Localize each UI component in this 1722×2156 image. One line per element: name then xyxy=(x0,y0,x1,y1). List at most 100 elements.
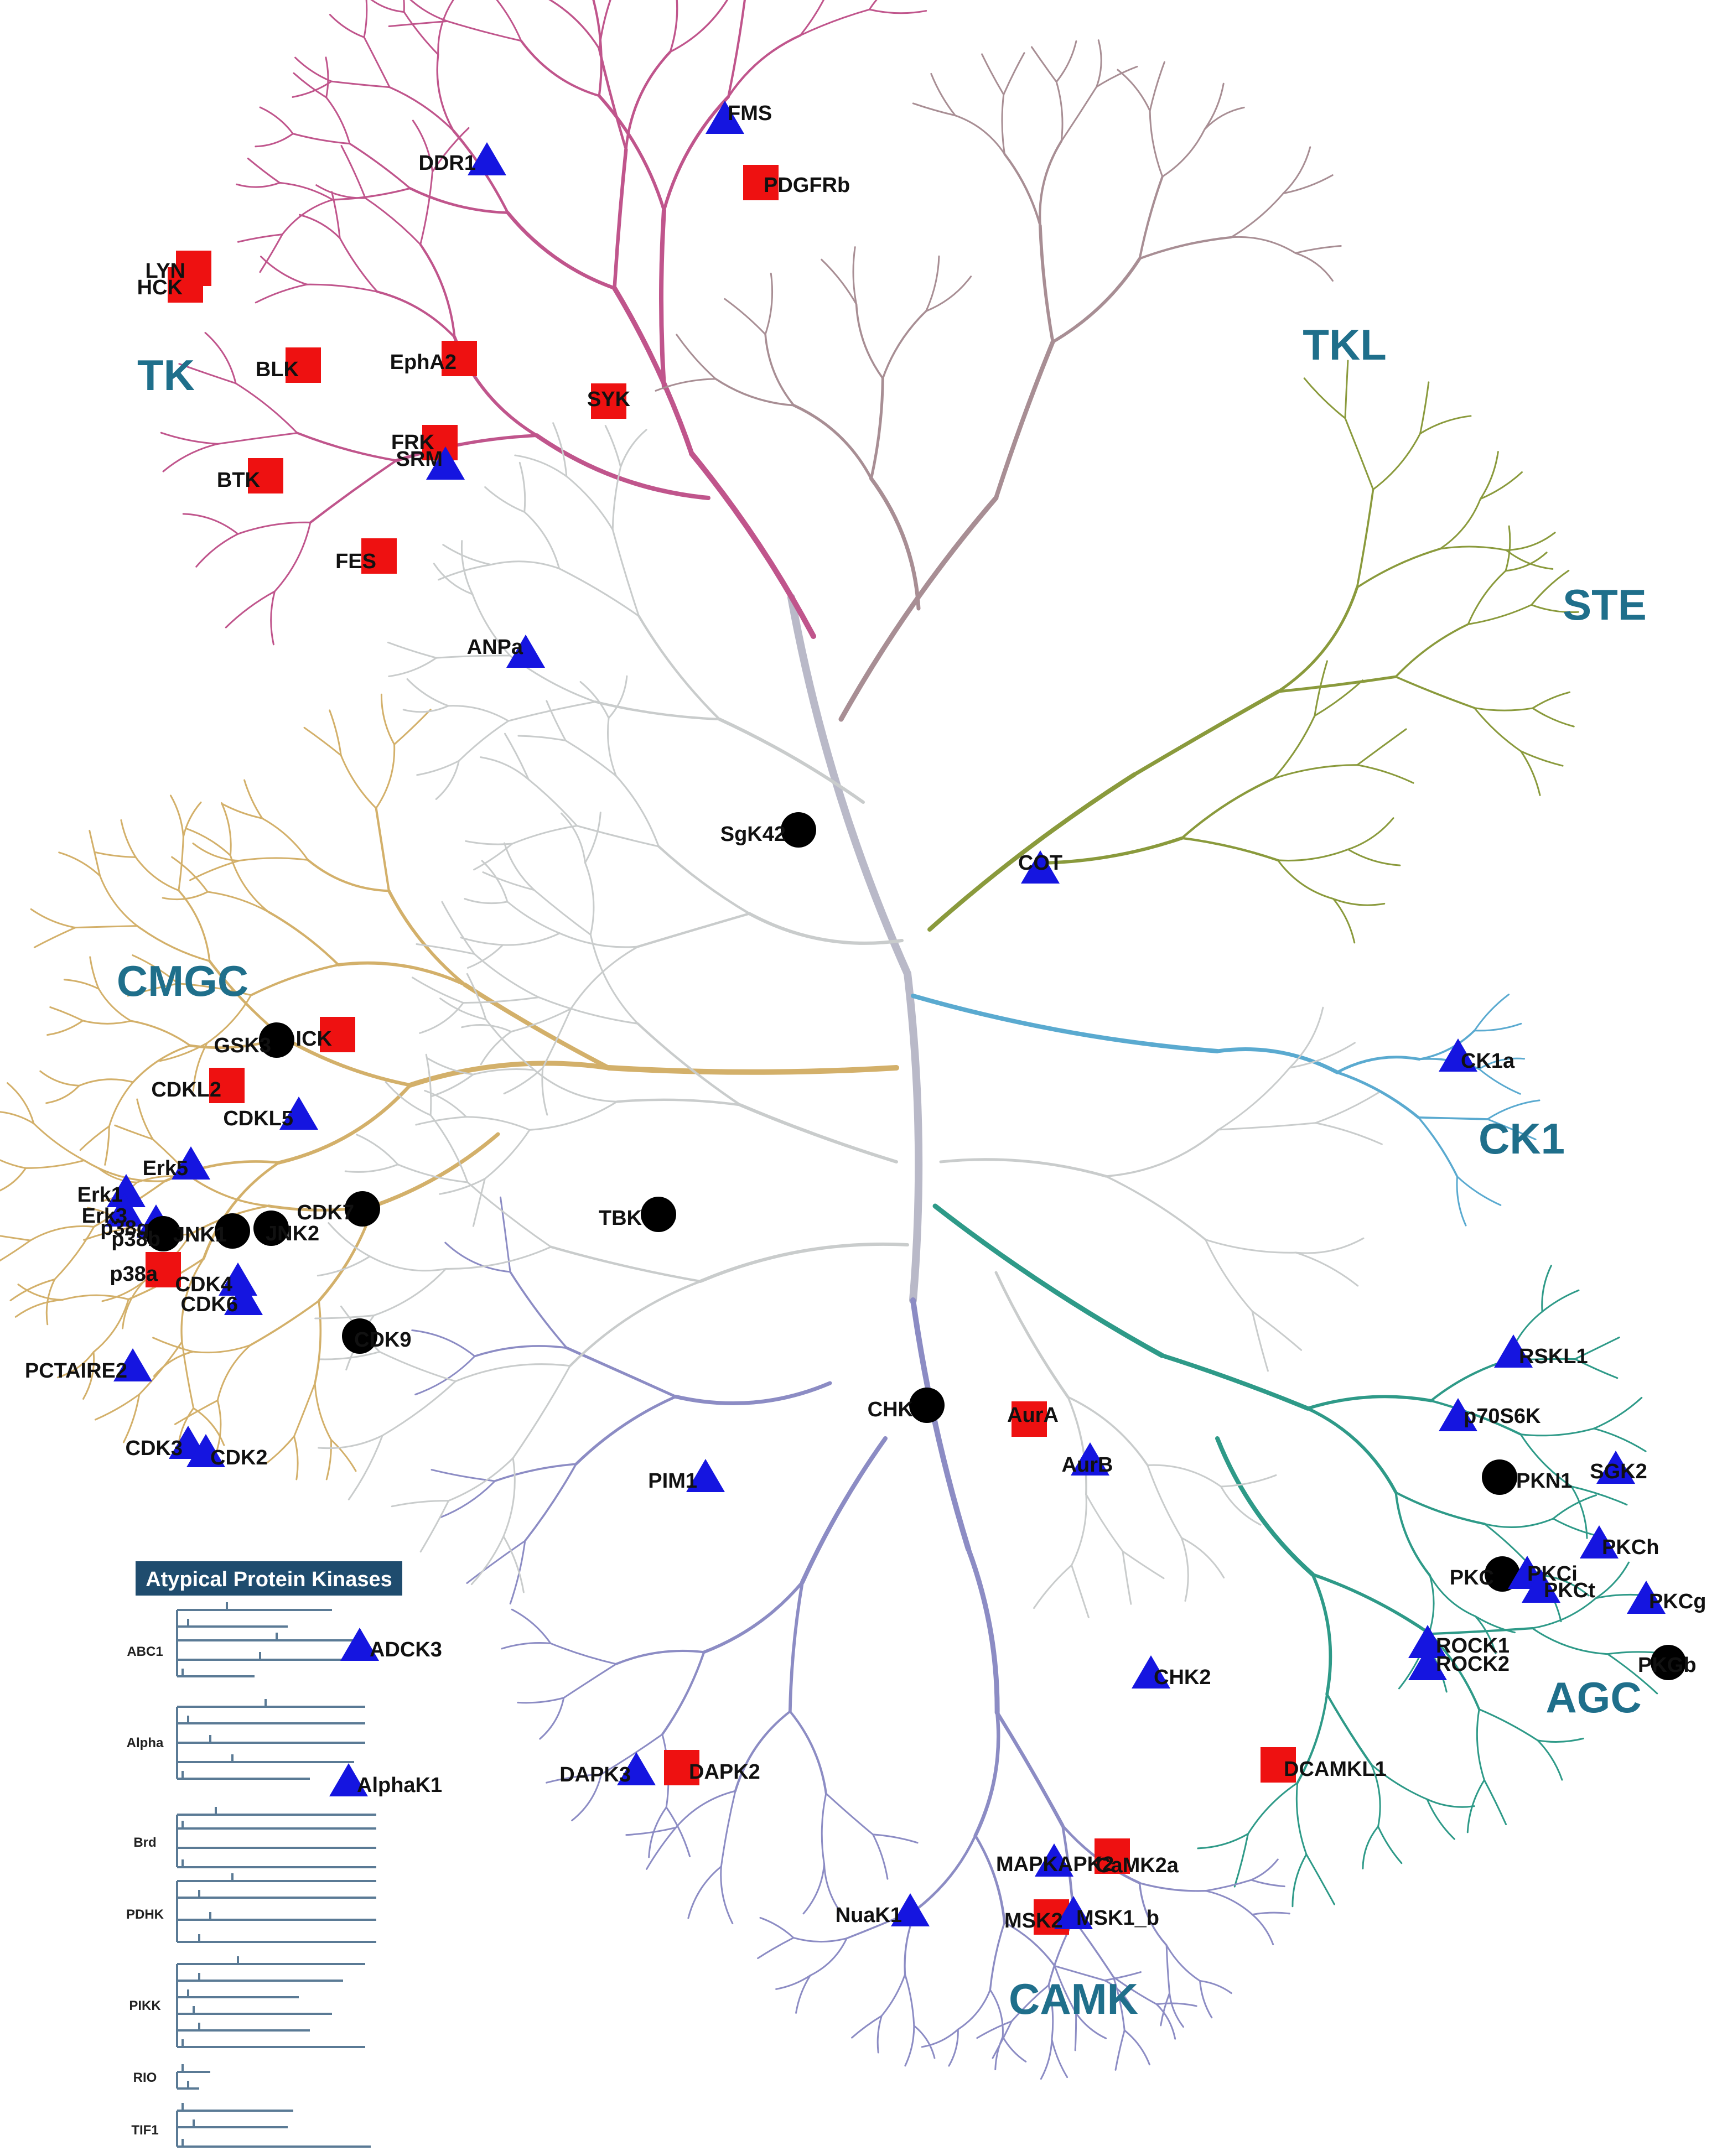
branch xyxy=(204,332,237,385)
branch xyxy=(466,1181,552,1248)
branch xyxy=(395,434,538,463)
branch xyxy=(481,860,509,903)
branch xyxy=(1606,1653,1658,1695)
kinase-label-pkgb: PKGb xyxy=(1638,1654,1697,1677)
branch xyxy=(661,1651,706,1736)
branch xyxy=(416,760,460,776)
kinase-marker-gsk3-circle xyxy=(259,1022,294,1058)
branch xyxy=(838,495,999,722)
branch xyxy=(724,298,766,335)
branch xyxy=(757,1937,795,1960)
branch xyxy=(191,1177,270,1207)
branch xyxy=(371,1132,500,1208)
branch xyxy=(448,1457,514,1502)
branch xyxy=(255,283,308,304)
kinase-label-tbk: TBK xyxy=(599,1207,642,1230)
branch xyxy=(517,735,567,742)
branch xyxy=(1220,1485,1262,1526)
branch xyxy=(0,1235,32,1241)
branch xyxy=(1486,1099,1541,1120)
branch xyxy=(1294,252,1334,282)
branch xyxy=(373,1267,447,1317)
branch xyxy=(1456,1176,1467,1227)
branch xyxy=(444,1241,511,1273)
branch xyxy=(101,1280,146,1302)
branch xyxy=(1132,689,1280,777)
kinase-marker-jnk2-circle xyxy=(253,1211,289,1246)
branch xyxy=(876,2015,883,2054)
branch xyxy=(1362,1825,1379,1869)
branch xyxy=(1332,898,1356,944)
branch xyxy=(872,1833,889,1880)
branch xyxy=(236,181,281,188)
branch xyxy=(406,678,449,707)
branch xyxy=(904,970,923,1304)
branch xyxy=(1474,994,1510,1032)
branch xyxy=(1277,859,1335,900)
branch xyxy=(299,214,341,239)
branch xyxy=(994,340,1055,500)
branch xyxy=(33,1123,85,1161)
branch xyxy=(490,560,561,570)
kinase-label-ick: ICK xyxy=(296,1027,333,1051)
branch xyxy=(548,0,600,50)
branch xyxy=(339,237,378,293)
branch xyxy=(809,1937,848,1977)
kinase-label-pkct: PKCt xyxy=(1544,1579,1595,1602)
atypical-kinases-panel: Atypical Protein Kinases ABC1AlphaBrdPDH… xyxy=(126,1561,402,2148)
branch xyxy=(558,568,640,617)
branch xyxy=(260,256,308,285)
branch xyxy=(604,425,622,468)
branch xyxy=(376,290,456,339)
atypical-group-abc1: ABC1 xyxy=(127,1644,163,1659)
branch xyxy=(606,1065,899,1075)
kinase-label-epha2: EphA2 xyxy=(390,351,457,374)
branch xyxy=(504,842,535,891)
branch xyxy=(387,641,437,659)
branch xyxy=(259,233,283,273)
kinase-label-ck1a: CK1a xyxy=(1461,1050,1515,1073)
branch xyxy=(25,1159,85,1169)
kinase-label-p38b: p38b xyxy=(111,1228,160,1251)
branch xyxy=(202,1161,281,1260)
branch xyxy=(787,594,911,978)
branch xyxy=(1251,1310,1269,1372)
branch xyxy=(1205,1239,1297,1254)
branch xyxy=(122,1280,146,1329)
atypical-group-alpha: Alpha xyxy=(127,1736,164,1750)
branch xyxy=(1039,836,1184,865)
kinase-label-jnk2: JNK2 xyxy=(266,1222,319,1245)
branch xyxy=(1570,1485,1628,1506)
kinase-label-p70s6k: p70S6K xyxy=(1464,1405,1541,1428)
branch xyxy=(802,1863,826,1915)
branch xyxy=(1047,1984,1054,2040)
branch xyxy=(673,1381,832,1405)
branch xyxy=(249,1300,320,1347)
branch xyxy=(1138,175,1164,260)
kinase-marker-camk2a-square xyxy=(1095,1838,1130,1874)
kinase-label-sgk2: SGK2 xyxy=(1590,1460,1647,1483)
branch xyxy=(1429,1575,1476,1618)
branch xyxy=(904,2024,915,2067)
branch xyxy=(380,693,396,745)
branch xyxy=(1519,1433,1573,1488)
kinase-marker-erk5-triangle xyxy=(172,1146,210,1180)
branch xyxy=(243,779,263,819)
branch xyxy=(1595,1561,1630,1599)
kinase-label-pkcg: PKCg xyxy=(1649,1590,1706,1613)
branch xyxy=(1247,1782,1299,1835)
branch xyxy=(292,133,351,145)
atypical-title-bar xyxy=(136,1561,402,1596)
kinase-label-gsk3: GSK3 xyxy=(214,1034,271,1057)
branch xyxy=(1429,1627,1534,1635)
branch xyxy=(1277,586,1358,693)
branch xyxy=(432,127,470,173)
branch xyxy=(800,1436,888,1584)
branch xyxy=(1155,2002,1197,2007)
branch xyxy=(1593,1396,1643,1430)
branch xyxy=(1003,1921,1056,1967)
branch xyxy=(1103,1971,1142,1982)
branch xyxy=(1054,1965,1106,1982)
branch xyxy=(447,705,510,722)
